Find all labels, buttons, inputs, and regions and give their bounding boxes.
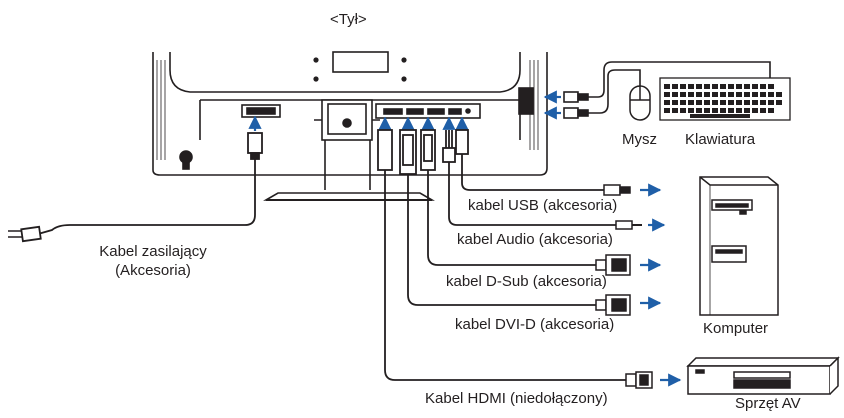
cable-end-connectors (595, 184, 653, 389)
keyboard-key (736, 108, 742, 113)
keyboard-key (736, 100, 742, 105)
keyboard-icon (659, 77, 791, 121)
keyboard-key (760, 84, 766, 89)
usb-peripheral-cables (563, 61, 771, 119)
keyboard-key (680, 84, 686, 89)
keyboard-key (720, 108, 726, 113)
keyboard-key (664, 108, 670, 113)
keyboard-key (752, 100, 758, 105)
mouse-icon (629, 85, 651, 121)
keyboard-key (704, 108, 710, 113)
keyboard-key (760, 108, 766, 113)
keyboard-key (720, 100, 726, 105)
keyboard-key (752, 84, 758, 89)
keyboard-key (688, 108, 694, 113)
keyboard-key (728, 100, 734, 105)
keyboard-key (744, 100, 750, 105)
keyboard-key (720, 92, 726, 97)
power-cable (8, 132, 263, 243)
device-arrows (640, 183, 682, 387)
keyboard-label: Klawiatura (685, 131, 756, 148)
keyboard-key (696, 84, 702, 89)
computer-label: Komputer (703, 320, 769, 337)
keyboard-key (704, 84, 710, 89)
power-cable-label-line2: (Akcesoria) (115, 262, 191, 279)
keyboard-key (696, 92, 702, 97)
keyboard-key (752, 108, 758, 113)
keyboard-key (768, 108, 774, 113)
view-title: <Tył> (330, 11, 367, 28)
keyboard-key (672, 92, 678, 97)
keyboard-key (704, 100, 710, 105)
keyboard-key (728, 108, 734, 113)
keyboard-key (768, 84, 774, 89)
keyboard-key (688, 92, 694, 97)
keyboard-key (680, 100, 686, 105)
mouse-label: Mysz (622, 131, 657, 148)
keyboard-key (712, 84, 718, 89)
keyboard-key (744, 84, 750, 89)
keyboard-key (736, 84, 742, 89)
keyboard-key (768, 92, 774, 97)
keyboard-key (712, 100, 718, 105)
keyboard-key (688, 100, 694, 105)
keyboard-key (736, 92, 742, 97)
keyboard-key (696, 100, 702, 105)
keyboard-key (704, 92, 710, 97)
keyboard-key (720, 84, 726, 89)
audio-cable-label: kabel Audio (akcesoria) (457, 231, 613, 248)
computer-icon (699, 176, 779, 316)
usb-peripheral-arrows (543, 90, 561, 120)
keyboard-key (680, 92, 686, 97)
keyboard-key (664, 92, 670, 97)
av-equipment-icon (686, 356, 840, 395)
keyboard-key (776, 100, 782, 105)
power-cable-label-line1: Kabel zasilający (99, 243, 207, 260)
keyboard-key (776, 92, 782, 97)
keyboard-key (680, 108, 686, 113)
keyboard-key (712, 108, 718, 113)
keyboard-key (752, 92, 758, 97)
dvid-cable-label: kabel DVI-D (akcesoria) (455, 316, 615, 333)
hdmi-cable-label: Kabel HDMI (niedołączony) (425, 390, 608, 407)
keyboard-key (672, 100, 678, 105)
keyboard-key (672, 84, 678, 89)
keyboard-spacebar (690, 114, 750, 118)
keyboard-key (672, 108, 678, 113)
keyboard-key (664, 100, 670, 105)
signal-cables (377, 129, 626, 381)
monitor-rear (152, 51, 548, 201)
keyboard-key (696, 108, 702, 113)
dsub-cable-label: kabel D-Sub (akcesoria) (446, 273, 607, 290)
keyboard-key (744, 108, 750, 113)
keyboard-key (744, 92, 750, 97)
connector-arrows (378, 116, 469, 130)
keyboard-key (760, 92, 766, 97)
av-equipment-label: Sprzęt AV (735, 395, 801, 412)
keyboard-key (712, 92, 718, 97)
keyboard-key (728, 84, 734, 89)
keyboard-key (768, 100, 774, 105)
keyboard-key (728, 92, 734, 97)
keyboard-key (664, 84, 670, 89)
keyboard-key (688, 84, 694, 89)
keyboard-key (760, 100, 766, 105)
usb-cable-label: kabel USB (akcesoria) (468, 197, 618, 214)
